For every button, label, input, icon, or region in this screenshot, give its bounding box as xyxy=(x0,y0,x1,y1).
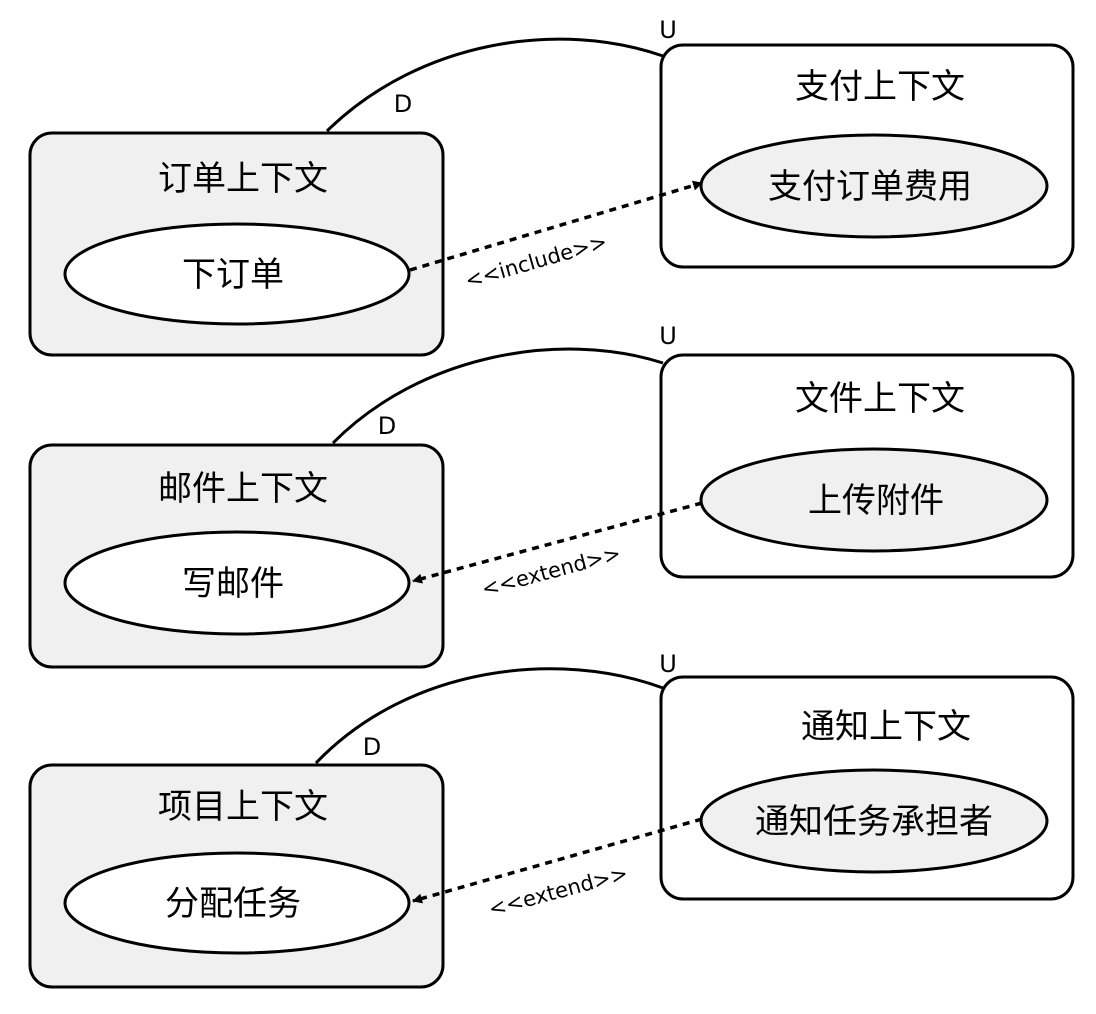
use-case[interactable]: 通知任务承担者 xyxy=(699,768,1049,874)
extend-dependency-arrow xyxy=(412,501,703,584)
context-group-3: U D 项目上下文 分配任务 通知上下文 通知任务承担者 <<extend>> xyxy=(28,650,1075,989)
use-case-label: 写邮件 xyxy=(182,564,284,604)
use-case-label: 上传附件 xyxy=(808,481,944,521)
context-group-1: U D 订单上下文 下订单 支付上下文 支付订单费用 <<include>> xyxy=(28,16,1075,357)
relation-stereotype: <<include>> xyxy=(462,230,609,293)
use-case-label: 支付订单费用 xyxy=(768,167,972,207)
context-title: 文件上下文 xyxy=(795,379,965,419)
use-case-label: 下订单 xyxy=(182,255,284,295)
upstream-downstream-link xyxy=(331,347,664,445)
upstream-marker: U xyxy=(659,16,677,44)
extend-dependency-arrow xyxy=(412,817,703,904)
use-case-shape xyxy=(63,530,411,636)
context-title: 邮件上下文 xyxy=(158,469,328,509)
use-case[interactable]: 写邮件 xyxy=(63,530,411,636)
upstream-downstream-link xyxy=(314,667,664,765)
use-case[interactable]: 下订单 xyxy=(63,222,411,326)
upstream-context[interactable]: 通知上下文 通知任务承担者 xyxy=(659,675,1075,901)
use-case-shape xyxy=(63,851,411,955)
downstream-marker: D xyxy=(378,412,396,440)
upstream-downstream-link xyxy=(325,37,664,133)
upstream-marker: U xyxy=(659,650,677,678)
include-dependency-arrow xyxy=(409,180,703,272)
use-case-label: 通知任务承担者 xyxy=(755,802,993,842)
downstream-marker: D xyxy=(363,733,381,761)
context-title: 订单上下文 xyxy=(158,159,328,199)
upstream-context[interactable]: 支付上下文 支付订单费用 xyxy=(659,43,1075,269)
upstream-marker: U xyxy=(659,322,677,350)
downstream-context[interactable]: 项目上下文 分配任务 xyxy=(28,763,445,989)
upstream-context[interactable]: 文件上下文 上传附件 xyxy=(659,353,1075,579)
downstream-marker: D xyxy=(394,90,412,118)
relation-stereotype: <<extend>> xyxy=(479,541,623,601)
use-case-label: 分配任务 xyxy=(165,884,301,924)
downstream-context[interactable]: 邮件上下文 写邮件 xyxy=(28,443,445,669)
relation-stereotype: <<extend>> xyxy=(486,861,630,921)
use-case[interactable]: 上传附件 xyxy=(699,447,1049,553)
context-title: 项目上下文 xyxy=(158,787,328,827)
use-case-shape xyxy=(699,447,1049,553)
use-case[interactable]: 分配任务 xyxy=(63,851,411,955)
context-title: 通知上下文 xyxy=(801,707,971,747)
context-title: 支付上下文 xyxy=(795,67,965,107)
use-case[interactable]: 支付订单费用 xyxy=(699,133,1049,239)
use-case-shape xyxy=(63,222,411,326)
context-group-2: U D 邮件上下文 写邮件 文件上下文 上传附件 <<extend>> xyxy=(28,322,1075,669)
downstream-context[interactable]: 订单上下文 下订单 xyxy=(28,131,445,357)
